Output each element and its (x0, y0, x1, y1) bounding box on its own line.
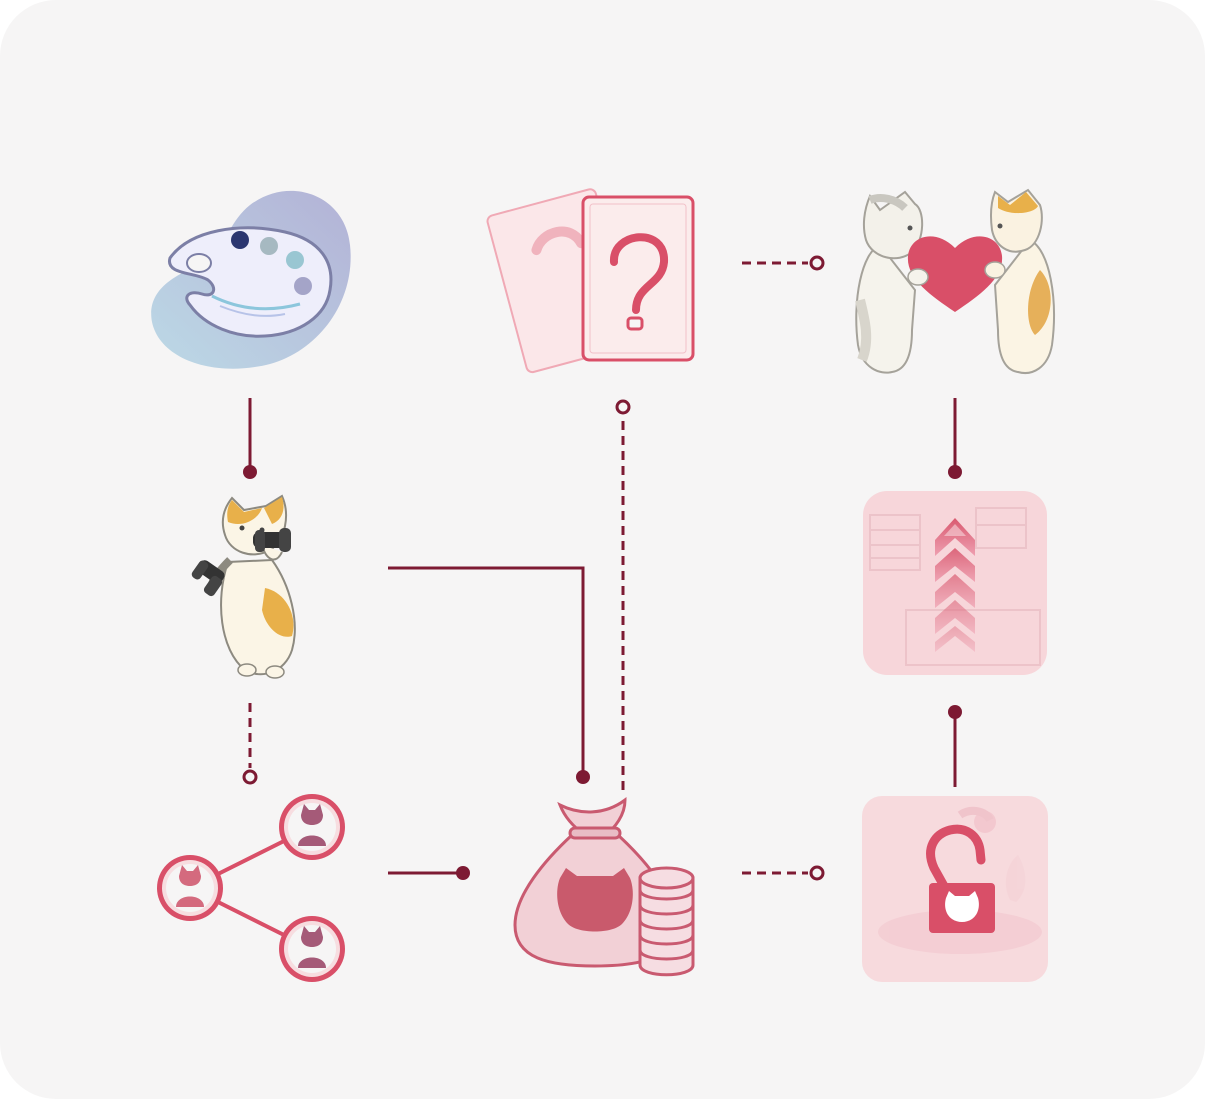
share-network-icon (157, 794, 345, 982)
art-palette-icon (151, 190, 351, 369)
share-node-bottom (279, 916, 345, 982)
connector-cat-to-share (242, 703, 258, 785)
connector-hearts-to-levelup (948, 398, 962, 479)
connector-moneybag-to-unlock (742, 865, 825, 881)
share-node-left (157, 855, 223, 921)
share-node-top (279, 794, 345, 860)
connector-cat-to-moneybag (388, 566, 590, 784)
connectors (242, 255, 962, 881)
mystery-card-icon (486, 188, 695, 374)
connector-moneybag-to-cards (615, 399, 631, 790)
level-up-arrow-icon (863, 491, 1047, 675)
connector-cards-to-hearts (742, 255, 825, 271)
unlock-padlock-icon (862, 796, 1048, 982)
connector-share-to-moneybag (388, 866, 470, 880)
cats-with-heart-icon (855, 188, 1055, 374)
connector-palette-to-cat (243, 398, 257, 479)
connector-unlock-to-levelup (948, 705, 962, 787)
cat-lifting-dumbbells-icon (191, 494, 296, 679)
money-bag-coins-icon (513, 797, 695, 977)
